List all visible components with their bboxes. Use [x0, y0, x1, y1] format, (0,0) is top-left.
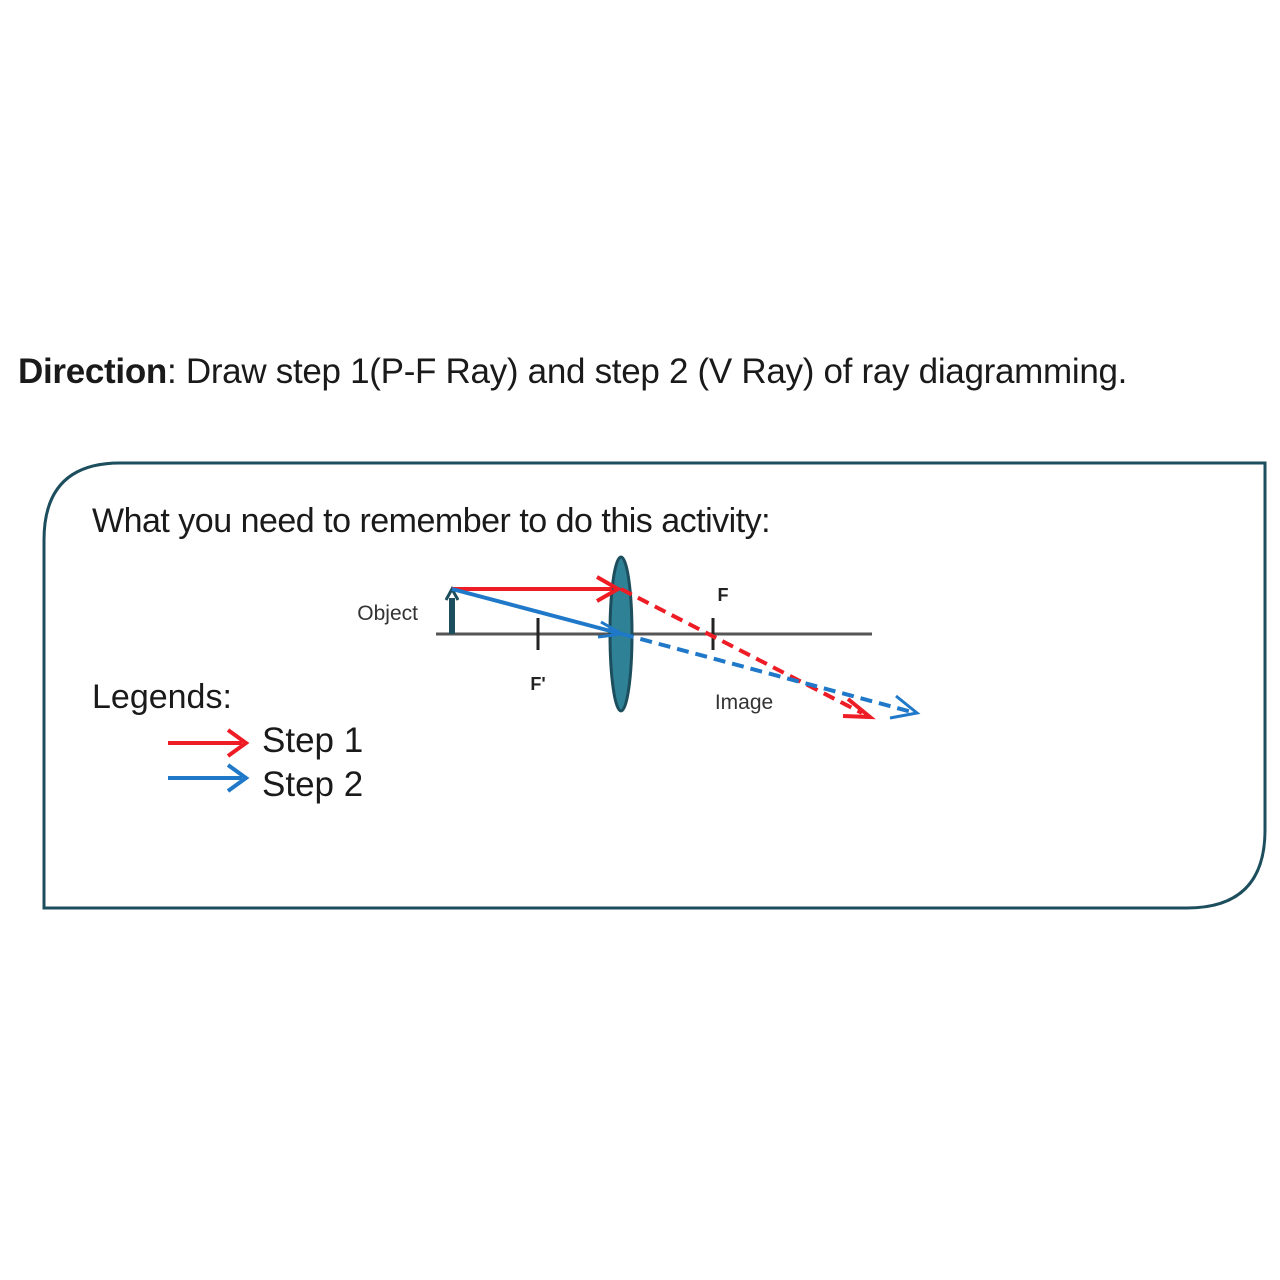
focal-right-label: F — [718, 585, 729, 605]
step2-ray-incident — [451, 587, 619, 635]
legend-step2-arrow-head — [226, 763, 250, 793]
direction-instructions: : Draw step 1(P-F Ray) and step 2 (V Ray… — [167, 352, 1128, 391]
direction-text: Direction: Draw step 1(P-F Ray) and step… — [18, 352, 1127, 392]
legends-title: Legends: — [92, 678, 232, 716]
step2-ray-continued — [621, 632, 913, 714]
card-title: What you need to remember to do this act… — [92, 502, 771, 540]
image-label: Image — [715, 691, 773, 714]
object-label: Object — [357, 602, 418, 625]
step1-ray-refracted-head — [842, 697, 876, 720]
legend-step1-label: Step 1 — [262, 721, 364, 760]
focal-left-label: F' — [530, 674, 545, 694]
legend-step1-arrow-head — [226, 728, 250, 758]
step1-ray-refracted — [620, 587, 863, 715]
direction-label: Direction — [18, 352, 167, 391]
step2-ray-continued-head — [889, 694, 921, 720]
legend-step2-label: Step 2 — [262, 765, 364, 804]
step1-ray-incident-head — [596, 575, 623, 603]
